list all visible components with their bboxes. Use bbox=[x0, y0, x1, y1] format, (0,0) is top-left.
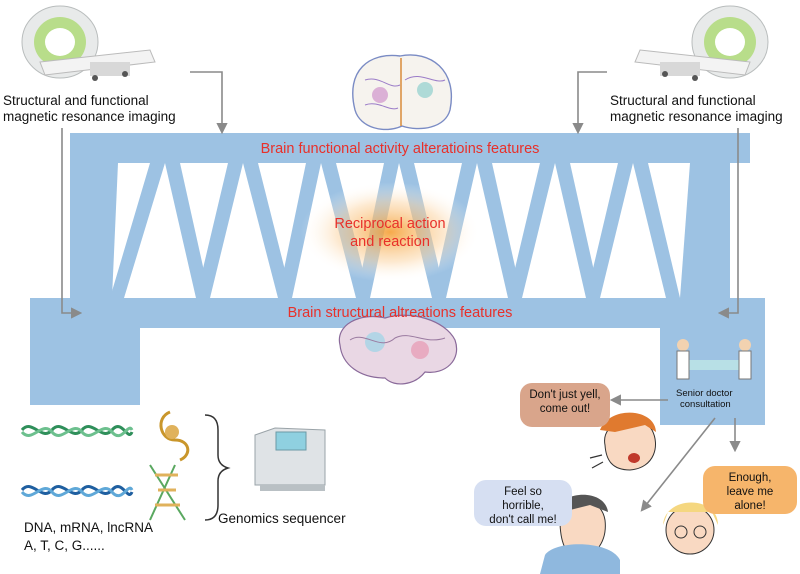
speech-bubble-yell: Don't just yell, come out! bbox=[520, 383, 610, 427]
doctors-illustration bbox=[676, 339, 752, 380]
mri-scanner-right-icon bbox=[634, 5, 769, 81]
sequencer-label: Genomics sequencer bbox=[218, 511, 346, 526]
bridge-bottom-label: Brain structural altreations features bbox=[287, 305, 513, 321]
brain-bottom-icon bbox=[338, 314, 458, 385]
speech-yell-line2: come out! bbox=[539, 403, 591, 415]
consultation-label-line2: consultation bbox=[680, 399, 731, 410]
molecules-label-line2: A, T, C, G...... bbox=[24, 538, 105, 553]
reaction-glow bbox=[300, 182, 480, 282]
arrow-left-top bbox=[190, 71, 228, 135]
bridge-left-pier bbox=[30, 325, 140, 405]
dna-blue-icon bbox=[20, 485, 134, 498]
dna-green-icon bbox=[20, 425, 134, 438]
bridge-top-beam bbox=[70, 133, 750, 163]
mri-label-right-line1: Structural and functional bbox=[610, 93, 756, 108]
flow-arrows bbox=[61, 71, 741, 512]
speech-enough-line1: Enough, bbox=[728, 472, 772, 484]
reaction-label-line2: and reaction bbox=[350, 234, 430, 250]
molecules-label-line1: DNA, mRNA, lncRNA bbox=[24, 520, 154, 535]
speech-bubble-horrible: Feel so horrible, don't call me! bbox=[474, 480, 572, 526]
speech-bubble-enough: Enough, leave me alone! bbox=[703, 466, 797, 514]
speech-enough-line2: leave me alone! bbox=[726, 486, 774, 512]
rna-strand-icon bbox=[149, 410, 190, 521]
speech-horrible-line2: don't call me! bbox=[489, 514, 557, 526]
arrow-left-bottom bbox=[61, 128, 83, 319]
mri-scanner-left-icon bbox=[21, 5, 156, 81]
genomics-brace bbox=[204, 414, 231, 521]
mri-label-right-line2: magnetic resonance imaging bbox=[610, 109, 783, 124]
bridge-right-post bbox=[700, 133, 730, 323]
arrow-right-top bbox=[572, 71, 607, 135]
consultation-label-line1: Senior doctor bbox=[676, 388, 733, 399]
arrow-to-horrible bbox=[640, 417, 716, 512]
mri-label-left-line1: Structural and functional bbox=[3, 93, 149, 108]
bridge-top-label: Brain functional activity alteratioins f… bbox=[260, 141, 540, 157]
sequencer-icon bbox=[254, 427, 326, 491]
angry-man-icon bbox=[589, 412, 656, 471]
brain-top-icon bbox=[352, 54, 453, 131]
bridge-left-post bbox=[70, 133, 100, 323]
reaction-label-line1: Reciprocal action bbox=[334, 216, 446, 232]
speech-horrible-line1: Feel so horrible, bbox=[502, 486, 544, 512]
speech-yell-line1: Don't just yell, bbox=[529, 389, 601, 401]
mri-label-left-line2: magnetic resonance imaging bbox=[3, 109, 176, 124]
arrow-right-bottom bbox=[717, 128, 739, 319]
